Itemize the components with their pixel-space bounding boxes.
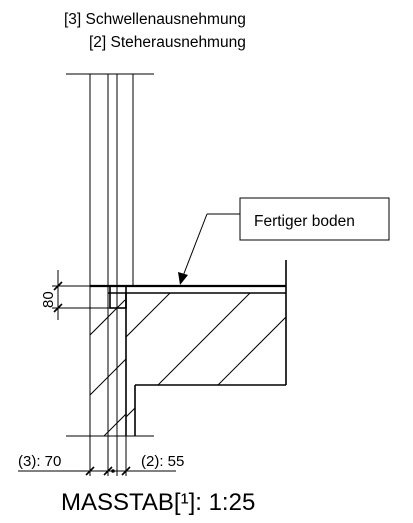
dim-bottom-chain [18, 466, 176, 476]
bottom-extension-lines [66, 435, 154, 476]
dim-vertical-label: 80 [40, 291, 57, 308]
callout-fertiger-boden [178, 197, 390, 285]
slab-hatching [126, 293, 286, 436]
note-schwellenausnehmung: [3] Schwellenausnehmung [64, 11, 246, 28]
scale-label: MASSTAB[¹]: 1:25 [61, 489, 255, 516]
wall-hatching [90, 299, 126, 436]
note-steherausnehmung: [2] Steherausnehmung [89, 34, 246, 51]
dim-left-label: (3): 70 [18, 453, 61, 470]
dim-right-label: (2): 55 [141, 453, 184, 470]
callout-label: Fertiger boden [254, 213, 355, 230]
notch-block [109, 285, 127, 309]
dim-vertical [52, 270, 90, 320]
top-extension-lines [66, 73, 154, 286]
